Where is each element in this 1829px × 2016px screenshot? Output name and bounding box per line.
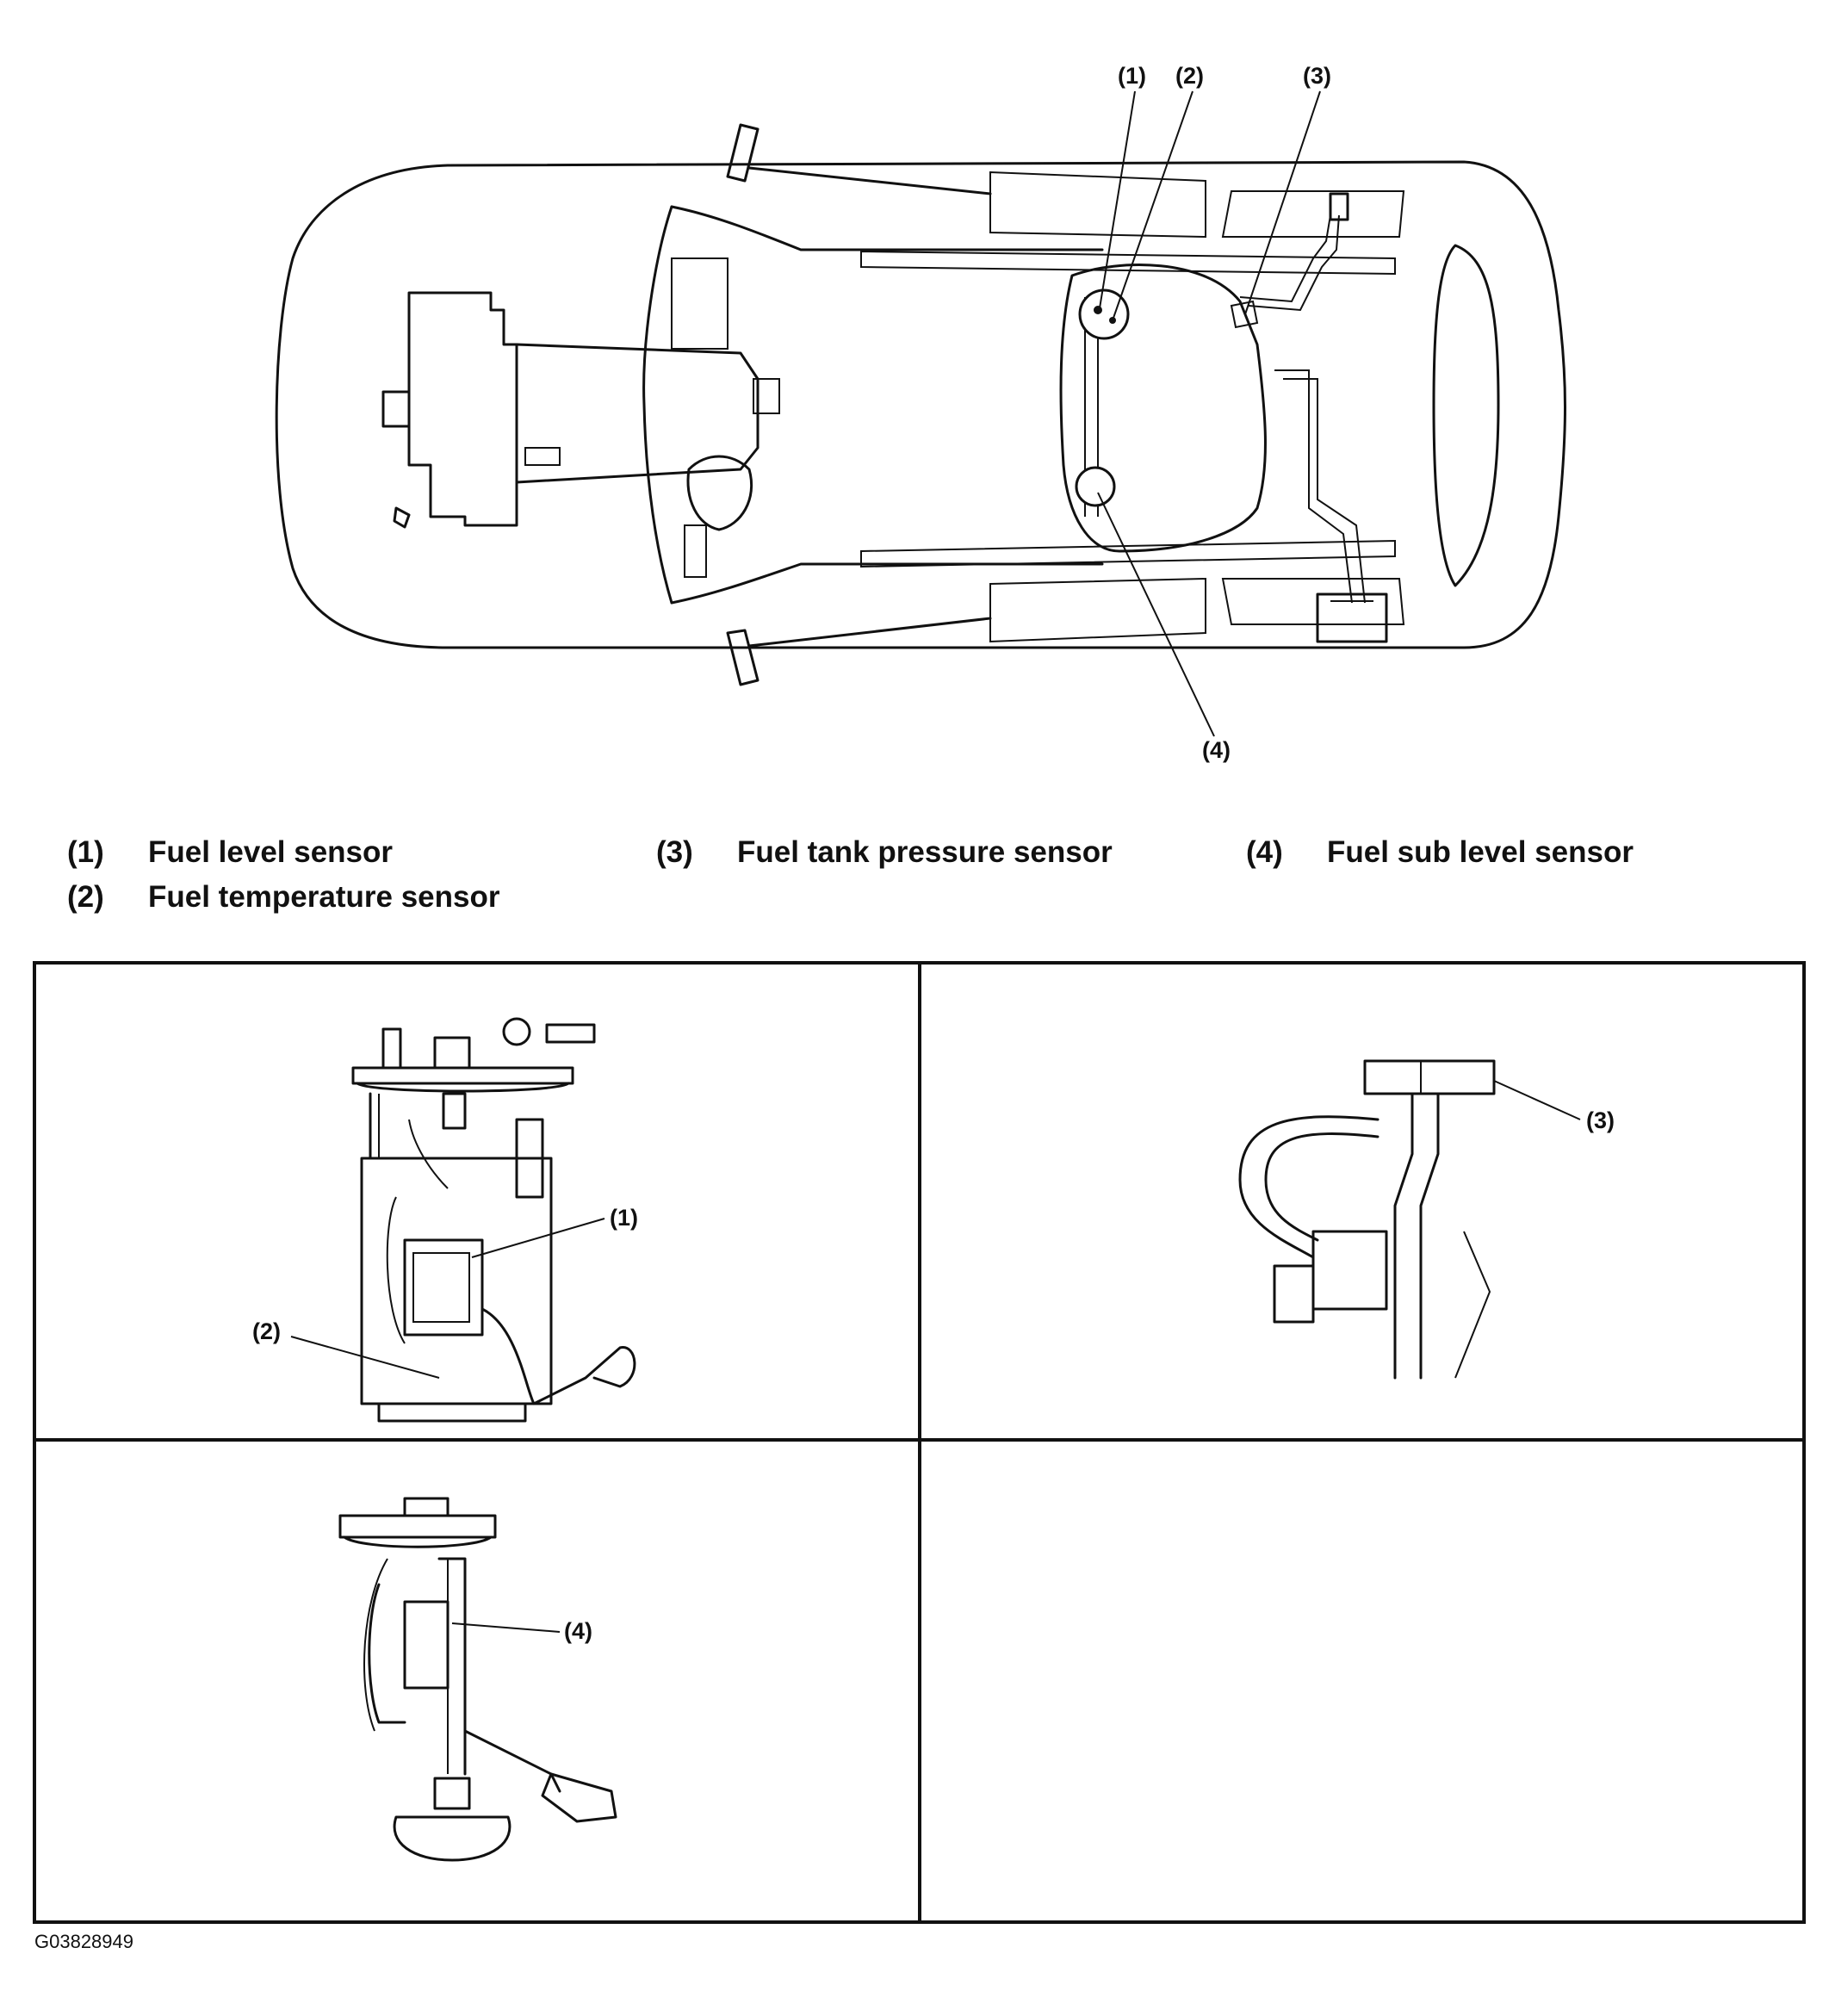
callout-3-top: (3): [1303, 63, 1331, 89]
detail-grid: [33, 961, 1806, 1924]
legend-num-1: (1): [67, 835, 104, 869]
legend-num-2: (2): [67, 880, 104, 914]
car-top-view: [275, 123, 1566, 686]
fuel-pump-assembly-illustration: [351, 1017, 636, 1423]
legend-label-1: Fuel level sensor: [148, 835, 394, 869]
figure-id: G03828949: [34, 1931, 133, 1952]
leader-line-3: [1244, 90, 1321, 315]
callout-4-top: (4): [1202, 737, 1231, 763]
leader-line-1: [1099, 90, 1136, 309]
callout-1-panel: (1): [610, 1205, 638, 1231]
legend-label-2: Fuel temperature sensor: [148, 880, 500, 914]
legend-item-4: (4) Fuel sub level sensor: [1246, 835, 1634, 870]
leader-line-4: [1097, 492, 1215, 737]
callout-1-top: (1): [1118, 63, 1146, 89]
legend-label-3: Fuel tank pressure sensor: [737, 835, 1113, 869]
legend-label-4: Fuel sub level sensor: [1327, 835, 1634, 869]
callout-2-panel: (2): [252, 1318, 281, 1344]
callout-3-panel: (3): [1586, 1107, 1615, 1133]
leader-line-4-panel: [451, 1622, 561, 1633]
legend-num-3: (3): [656, 835, 693, 869]
leader-line-2-panel: [290, 1336, 440, 1379]
pressure-sensor-illustration: [1238, 1059, 1496, 1380]
legend-item-3: (3) Fuel tank pressure sensor: [656, 835, 1113, 870]
callout-4-panel: (4): [564, 1618, 592, 1644]
legend-item-1: (1) Fuel level sensor: [67, 835, 393, 870]
leader-line-1-panel: [471, 1218, 605, 1258]
legend-item-2: (2) Fuel temperature sensor: [67, 880, 499, 915]
leader-line-2: [1112, 90, 1194, 321]
legend-num-4: (4): [1246, 835, 1283, 869]
sub-level-sensor-illustration: [338, 1497, 617, 1862]
leader-line-3-panel: [1493, 1080, 1581, 1120]
callout-2-top: (2): [1175, 63, 1204, 89]
